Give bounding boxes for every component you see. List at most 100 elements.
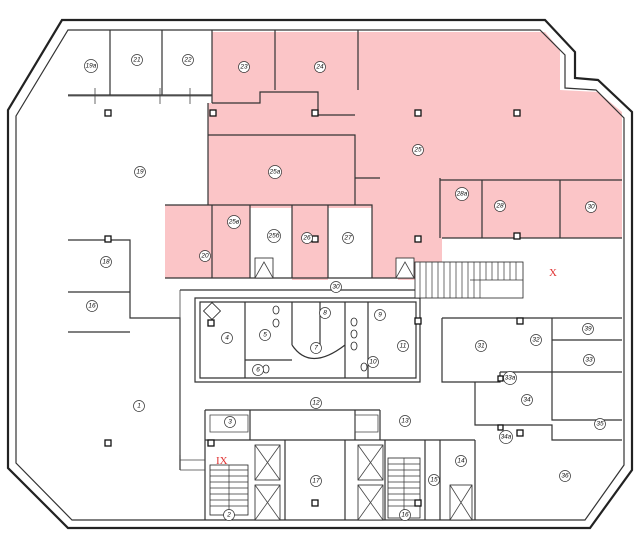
- room-number-r7: 7: [310, 342, 322, 354]
- room-label: 14: [457, 458, 465, 465]
- room-label: 19: [136, 169, 144, 176]
- room-label: 15: [430, 477, 438, 484]
- room-label: 23: [239, 64, 248, 71]
- room-label: 28: [495, 203, 504, 210]
- room-number-r27: 27: [342, 232, 354, 244]
- room-label: 32: [532, 337, 540, 344]
- room-number-r22: 22: [182, 54, 194, 66]
- room-label: 20: [200, 253, 209, 260]
- room-label: 19a: [86, 63, 97, 70]
- room-label: 16: [401, 512, 409, 519]
- room-number-r33: 33: [583, 354, 595, 366]
- room-label: 1: [137, 403, 141, 410]
- section-markers: IX X: [216, 267, 557, 467]
- room-label: 25б: [268, 232, 280, 240]
- room-number-r21: 21: [131, 54, 143, 66]
- room-number-r26: 26: [301, 232, 313, 244]
- room-number-r32: 32: [530, 334, 542, 346]
- room-number-r35: 35: [594, 418, 606, 430]
- room-label: 35: [596, 421, 604, 428]
- room-number-r24: 24: [314, 61, 326, 73]
- room-number-r18: 18: [100, 256, 112, 268]
- room-number-r25b: 25б: [267, 229, 281, 243]
- stairs-east: [414, 261, 524, 299]
- room-label: 36: [561, 473, 569, 480]
- room-number-r17: 17: [310, 475, 322, 487]
- room-label: 10: [369, 359, 377, 366]
- room-label: 26: [302, 235, 311, 242]
- room-number-r23: 23: [238, 61, 250, 73]
- structural-columns: [104, 109, 524, 507]
- stairs-south: [387, 457, 421, 519]
- room-number-r28: 28: [494, 200, 506, 212]
- room-number-r25e: 25в: [227, 215, 241, 229]
- room-label: 22: [183, 57, 192, 64]
- room-number-r20: 20: [199, 250, 211, 262]
- room-number-r30c: 30: [330, 281, 342, 293]
- room-label: 2: [226, 512, 231, 519]
- room-label: 24: [315, 64, 324, 71]
- room-label: 25в: [228, 219, 240, 226]
- room-number-r1: 1: [133, 400, 145, 412]
- room-number-r25: 25: [412, 144, 424, 156]
- room-number-r33a: 33a: [503, 371, 517, 385]
- room-label: 16: [88, 303, 96, 310]
- room-label: 3: [228, 419, 232, 426]
- room-number-r4: 4: [221, 332, 233, 344]
- room-label: 30: [332, 284, 340, 291]
- room-number-r8: 8: [319, 307, 331, 319]
- room-number-r25a: 25a: [268, 165, 282, 179]
- stairs-west: [209, 464, 249, 516]
- room-number-r19a: 19a: [84, 59, 98, 73]
- room-label: 31: [477, 343, 485, 350]
- room-number-r13: 13: [399, 415, 411, 427]
- toilet-fixtures: [202, 301, 368, 374]
- room-label: 27: [343, 235, 352, 242]
- room-number-r10: 10: [367, 356, 379, 368]
- room-label: 7: [314, 345, 318, 352]
- room-number-r6: 6: [252, 364, 264, 376]
- room-label: 21: [132, 57, 141, 64]
- room-label: 28a: [456, 191, 468, 198]
- room-label: 39: [584, 326, 592, 333]
- room-label: 5: [263, 332, 267, 339]
- room-number-r2: 2: [223, 509, 235, 521]
- room-label: 12: [312, 400, 320, 407]
- room-label: 34: [523, 397, 531, 404]
- room-number-r9: 9: [374, 309, 386, 321]
- room-label: 25: [413, 147, 422, 154]
- room-label: 11: [400, 343, 407, 350]
- room-number-r34a: 34a: [499, 430, 513, 444]
- room-label: 33: [585, 357, 593, 364]
- exterior-walls: [6, 18, 634, 530]
- marker-x: X: [549, 267, 557, 279]
- room-label: 13: [401, 418, 409, 425]
- detail-lines: [68, 88, 379, 471]
- room-number-r12: 12: [310, 397, 322, 409]
- room-number-r3: 3: [224, 416, 236, 428]
- room-number-r11: 11: [397, 340, 409, 352]
- room-number-r5: 5: [259, 329, 271, 341]
- room-label: 33a: [505, 375, 516, 382]
- room-label: 34a: [501, 434, 512, 441]
- room-label: 18: [102, 259, 110, 266]
- room-label: 17: [312, 478, 320, 485]
- room-number-r34: 34: [521, 394, 533, 406]
- room-number-r16: 16: [86, 300, 98, 312]
- room-number-r36: 36: [559, 470, 571, 482]
- room-label: 8: [323, 310, 327, 317]
- room-label: 25a: [269, 169, 281, 176]
- room-number-r30: 30: [585, 201, 597, 213]
- room-number-r19: 19: [134, 166, 146, 178]
- room-label: 6: [256, 367, 260, 374]
- room-number-r28a: 28a: [455, 187, 469, 201]
- room-label: 9: [378, 312, 382, 319]
- room-label: 4: [225, 335, 229, 342]
- room-number-r31: 31: [475, 340, 487, 352]
- highlighted-area: [165, 32, 622, 280]
- marker-ix: IX: [216, 455, 228, 467]
- elevators: [254, 257, 473, 521]
- room-number-r15: 15: [428, 474, 440, 486]
